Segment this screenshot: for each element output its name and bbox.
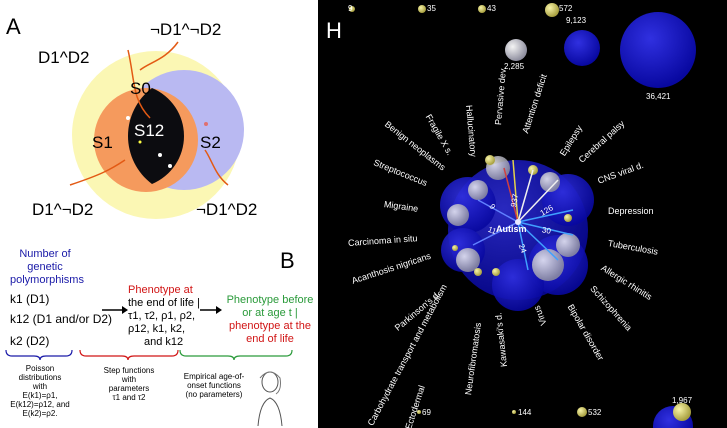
- bubble: [620, 12, 696, 88]
- note-empirical: Empirical age-of- onset functions (no pa…: [183, 372, 245, 399]
- count-label: 532: [588, 408, 602, 417]
- polymorphisms-heading: Number of genetic polymorphisms: [10, 248, 84, 286]
- flow-arrows: [5, 306, 293, 361]
- count-label: 9: [348, 4, 353, 13]
- count-label: 69: [422, 408, 431, 417]
- network-graph: [349, 3, 696, 428]
- pointer-line: [204, 149, 229, 186]
- count-label: 2,285: [504, 62, 525, 71]
- count-label: 1,967: [672, 396, 693, 405]
- set-s12-intersection: [128, 88, 185, 184]
- panel-letter-b: B: [280, 248, 295, 273]
- disease-label: Depression: [608, 206, 654, 216]
- count-label: 572: [559, 4, 573, 13]
- panel-letter-a: A: [6, 14, 21, 39]
- bubble: [349, 6, 355, 12]
- label-s12: S12: [134, 121, 165, 140]
- left-figure-panel: A D1^D2 ¬D1^¬D2 D1^¬D2 ¬D1^D2 S0 S1 S12 …: [0, 0, 318, 428]
- k2-line: k2 (D2): [10, 334, 50, 348]
- bubble: [673, 403, 691, 421]
- note-poisson: Poisson distributions with E(k1)=ρ1, E(k…: [10, 364, 70, 418]
- bubble: [418, 5, 426, 13]
- network-figure-panel: H: [318, 0, 727, 428]
- count-label: 35: [427, 4, 436, 13]
- pointer-line: [139, 41, 179, 71]
- label-s2: S2: [200, 133, 221, 152]
- venn-diagram: [69, 41, 244, 219]
- bubble: [545, 3, 559, 17]
- bubble: [478, 5, 486, 13]
- label-s0: S0: [130, 79, 151, 98]
- panel-letter-h: H: [326, 18, 342, 43]
- k12-line: k12 (D1 and/or D2): [10, 312, 113, 326]
- phenotype-before-age: Phenotype before or at age t | phenotype…: [226, 294, 314, 345]
- pointer-line: [69, 159, 126, 186]
- count-label: 36,421: [646, 92, 671, 101]
- k1-line: k1 (D1): [10, 292, 50, 306]
- bubble: [505, 39, 527, 61]
- count-label: 9,123: [566, 16, 587, 25]
- pointer-line: [127, 49, 151, 119]
- phenotype-end-of-life: Phenotype at the end of life | τ1, τ2, ρ…: [128, 284, 200, 348]
- note-step-functions: Step functions with parameters τ1 and τ2: [103, 366, 155, 402]
- autism-label: Autism: [496, 224, 527, 234]
- label-d1-and-not-d2: D1^¬D2: [32, 200, 94, 219]
- label-not-d1-and-d2: ¬D1^D2: [196, 200, 258, 219]
- label-s1: S1: [92, 133, 113, 152]
- count-label: 30: [541, 225, 552, 236]
- person-sketch: [257, 371, 283, 427]
- count-label: 144: [518, 408, 532, 417]
- bubble: [564, 30, 600, 66]
- label-d1-and-d2: D1^D2: [38, 48, 90, 67]
- count-label: 43: [487, 4, 496, 13]
- label-not-d1-and-not-d2: ¬D1^¬D2: [150, 20, 222, 39]
